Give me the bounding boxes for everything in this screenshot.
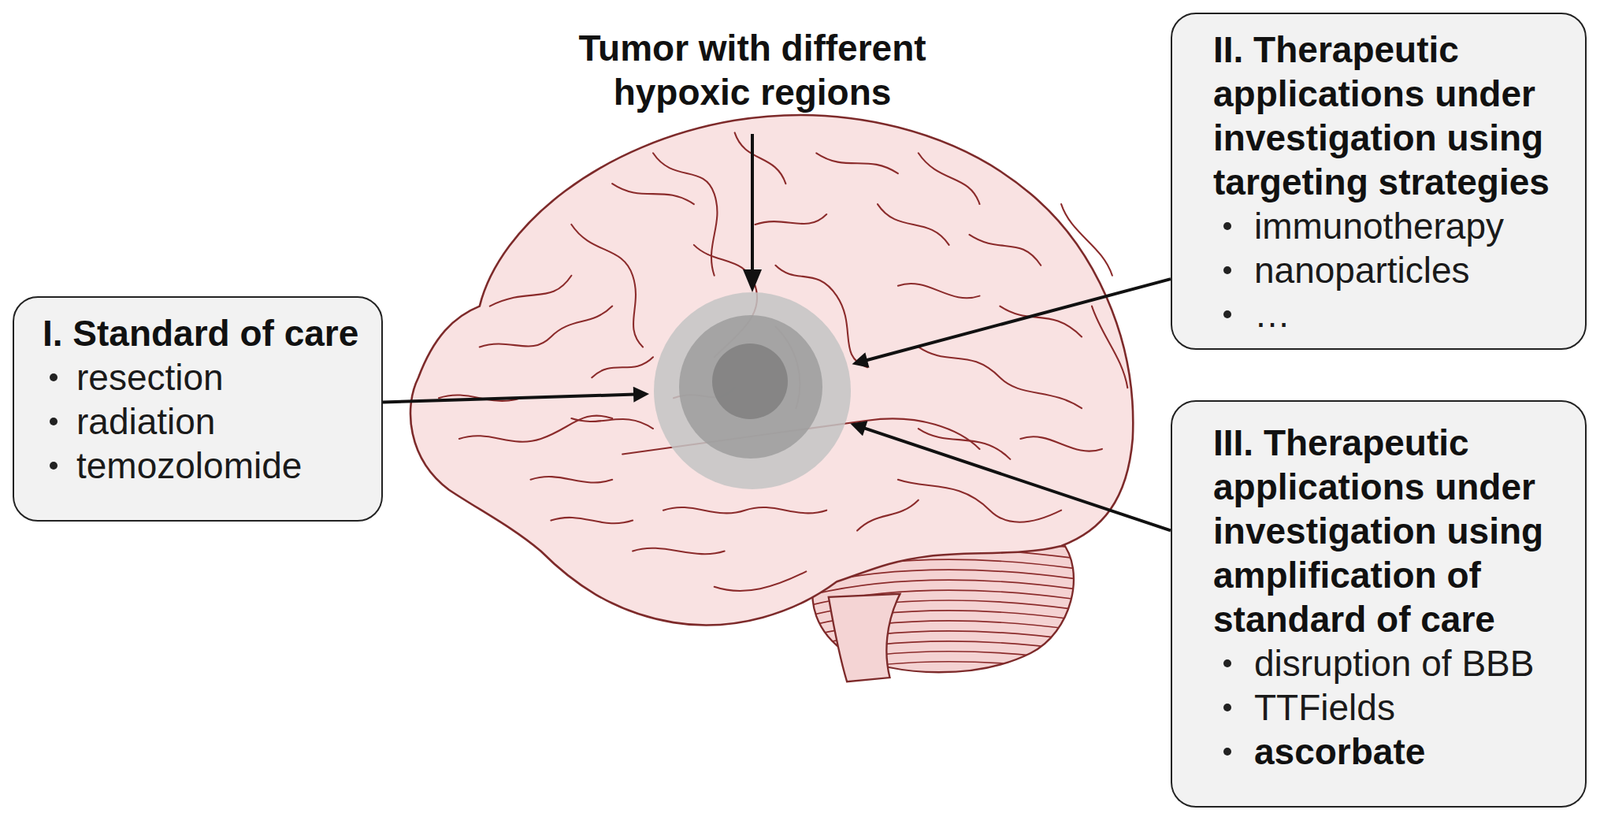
bullet-item: ascorbate	[1213, 729, 1570, 774]
bullet-text: ascorbate	[1254, 729, 1570, 774]
cerebrum-outline	[410, 115, 1133, 625]
bullet-text: disruption of BBB	[1254, 641, 1570, 686]
connector-arrow	[382, 394, 635, 403]
bullet-dot	[1223, 703, 1232, 712]
bullet-text: immunotherapy	[1254, 204, 1570, 249]
tumor-circle: Tumor with different hypoxic regions	[653, 291, 852, 491]
bullet-dot	[1223, 266, 1232, 275]
bullet-item: resection	[42, 355, 369, 400]
bullet-text: resection	[76, 355, 369, 400]
middle-hypoxic-region	[679, 315, 823, 459]
leader-arrow	[742, 133, 762, 293]
brainstem	[828, 593, 901, 682]
box-heading: I. Standard of care	[42, 311, 369, 356]
bullet-item: immunotherapy	[1213, 204, 1570, 249]
bullet-dot	[1223, 310, 1232, 319]
info-box: II. Therapeutic applications under inves…	[1170, 12, 1587, 350]
bullet-dot	[1223, 222, 1232, 231]
info-box: III. Therapeutic applications under inve…	[1170, 400, 1587, 808]
tumor-rings	[653, 291, 852, 491]
tumor-heading: Tumor with different hypoxic regions	[563, 25, 942, 115]
bullet-text: nanoparticles	[1254, 248, 1570, 293]
info-box: I. Standard of careresectionradiationtem…	[12, 296, 383, 522]
bullet-text: TTFields	[1254, 685, 1570, 730]
connector-arrow	[863, 427, 1171, 531]
bullet-item: nanoparticles	[1213, 248, 1570, 293]
bullet-item: TTFields	[1213, 685, 1570, 730]
bullet-item: disruption of BBB	[1213, 641, 1570, 686]
bullet-dot	[49, 461, 58, 470]
bullet-dot	[49, 417, 58, 426]
bullet-text: temozolomide	[76, 443, 369, 488]
box-heading: II. Therapeutic applications under inves…	[1213, 27, 1570, 205]
bullet-text: …	[1254, 292, 1570, 337]
bullet-item: …	[1213, 292, 1570, 337]
bullet-dot	[1223, 747, 1232, 756]
gyri	[438, 132, 1128, 591]
connector-arrow	[865, 278, 1171, 361]
core-hypoxic-region	[712, 343, 788, 420]
outer-hypoxic-region	[653, 292, 851, 490]
bullet-dot	[1223, 659, 1232, 668]
bullet-item: radiation	[42, 399, 369, 444]
bullet-item: temozolomide	[42, 443, 369, 488]
bullet-text: radiation	[76, 399, 369, 444]
bullet-dot	[49, 373, 58, 382]
box-heading: III. Therapeutic applications under inve…	[1213, 420, 1570, 642]
